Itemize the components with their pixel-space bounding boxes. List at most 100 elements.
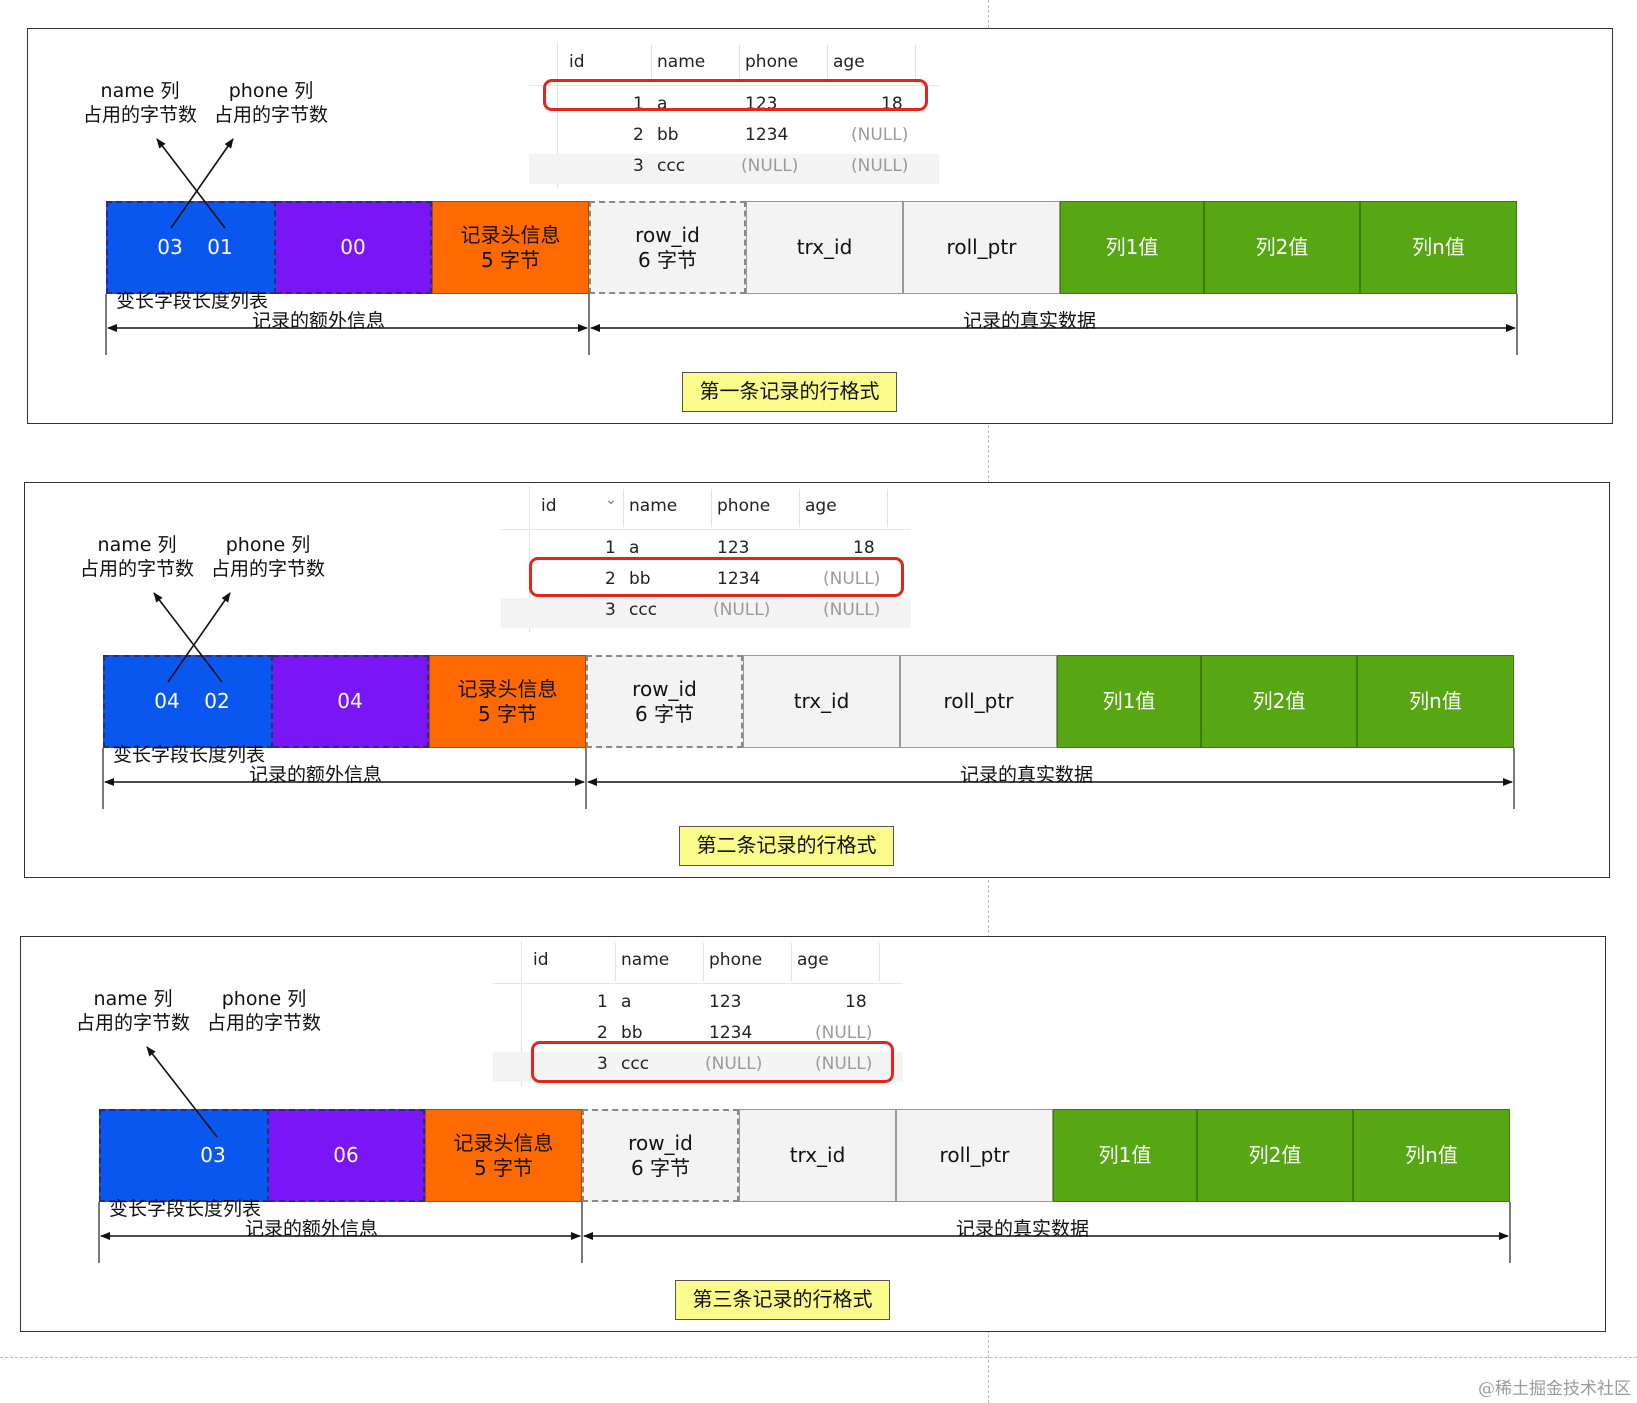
column-divider <box>623 489 624 527</box>
column-header-age[interactable]: age <box>797 950 829 970</box>
row-id-segment: row_id 6 字节 <box>582 1109 739 1202</box>
column-header-age[interactable]: age <box>805 496 837 516</box>
record-format-panel: id ⌄ name phone age 1 a 123 18 2 bb 1234 <box>27 28 1613 424</box>
real-data-label: 记录的真实数据 <box>955 309 1105 333</box>
cell-phone: (NULL) <box>741 156 799 176</box>
name-column-subtitle: 占用的字节数 <box>82 104 197 126</box>
table-row[interactable]: 3 ccc (NULL) (NULL) <box>501 597 911 627</box>
cell-name: ccc <box>629 600 658 620</box>
phone-column-title: phone 列 <box>228 80 314 102</box>
cell-name: bb <box>629 569 651 589</box>
variable-length-byte: 04 <box>154 689 180 713</box>
cell-age: 18 <box>845 992 867 1012</box>
table-row[interactable]: 2 bb 1234 (NULL) <box>493 1020 903 1050</box>
extra-info-label: 记录的额外信息 <box>248 309 390 333</box>
cell-id: 2 <box>633 125 644 145</box>
column-header-id[interactable]: id <box>533 950 549 970</box>
roll-ptr-segment: roll_ptr <box>903 201 1060 294</box>
cell-phone: 123 <box>717 538 750 558</box>
null-value-list-byte: 00 <box>340 235 366 259</box>
column-divider <box>799 489 800 527</box>
chevron-down-icon[interactable]: ⌄ <box>605 492 617 508</box>
variable-length-byte: 02 <box>204 689 230 713</box>
column-header-phone[interactable]: phone <box>709 950 763 970</box>
cell-age: (NULL) <box>851 156 909 176</box>
record-header-segment: 记录头信息 5 字节 <box>432 201 589 294</box>
row-id-segment: row_id 6 字节 <box>589 201 746 294</box>
column-header-phone[interactable]: phone <box>745 52 799 72</box>
record-header-size: 5 字节 <box>480 247 541 272</box>
name-column-title: name 列 <box>93 988 173 1010</box>
phone-column-title: phone 列 <box>221 988 307 1010</box>
extra-info-label: 记录的额外信息 <box>241 1217 383 1241</box>
column-header-age[interactable]: age <box>833 52 865 72</box>
cell-id: 2 <box>597 1023 608 1043</box>
name-column-subtitle: 占用的字节数 <box>79 558 194 580</box>
table-row-stripe <box>501 598 911 628</box>
column-1-value-label: 列1值 <box>1098 1143 1152 1167</box>
column-n-value-label: 列n值 <box>1412 235 1465 259</box>
record-format-caption: 第二条记录的行格式 <box>679 826 894 866</box>
column-header-name[interactable]: name <box>629 496 678 516</box>
trx-id-label: trx_id <box>793 689 850 713</box>
record-header-size: 5 字节 <box>477 701 538 726</box>
record-header-title: 记录头信息 <box>457 676 558 701</box>
table-row[interactable]: 3 ccc (NULL) (NULL) <box>529 153 939 183</box>
trx-id-segment: trx_id <box>743 655 900 748</box>
highlighted-record-outline <box>543 79 928 111</box>
column-header-name[interactable]: name <box>657 52 706 72</box>
column-divider <box>887 489 888 527</box>
column-2-value-segment: 列2值 <box>1204 201 1360 294</box>
column-2-value-label: 列2值 <box>1255 235 1309 259</box>
phone-column-annotation: phone 列 占用的字节数 <box>204 987 324 1035</box>
table-row[interactable]: 1 a 123 18 <box>493 989 903 1019</box>
table-row-stripe <box>529 154 939 184</box>
record-format-panel: id ⌄ name phone age 1 a 123 18 2 bb 1234 <box>20 936 1606 1332</box>
table-row[interactable]: 2 bb 1234 (NULL) <box>501 566 911 596</box>
row-id-size: 6 字节 <box>634 701 695 726</box>
cell-name: a <box>657 94 668 114</box>
column-1-value-label: 列1值 <box>1105 235 1159 259</box>
cell-phone: 123 <box>709 992 742 1012</box>
column-divider <box>827 45 828 83</box>
trx-id-label: trx_id <box>789 1143 846 1167</box>
trx-id-label: trx_id <box>796 235 853 259</box>
variable-length-list-label: 变长字段长度列表 <box>113 744 266 766</box>
table-row[interactable]: 3 ccc (NULL) (NULL) <box>493 1051 903 1081</box>
row-id-title: row_id <box>632 676 697 701</box>
column-header-name[interactable]: name <box>621 950 670 970</box>
variable-length-field-list: 03 <box>99 1109 269 1202</box>
cell-age: (NULL) <box>823 569 881 589</box>
roll-ptr-segment: roll_ptr <box>896 1109 1053 1202</box>
cell-name: bb <box>657 125 679 145</box>
variable-length-byte: 01 <box>207 235 233 259</box>
name-column-title: name 列 <box>100 80 180 102</box>
cell-name: a <box>621 992 632 1012</box>
cell-phone: (NULL) <box>705 1054 763 1074</box>
table-header: id ⌄ name phone age <box>493 941 903 984</box>
table-row-number-divider <box>521 941 522 1086</box>
null-value-list-byte: 04 <box>337 689 363 713</box>
column-n-value-label: 列n值 <box>1409 689 1462 713</box>
column-n-value-segment: 列n值 <box>1353 1109 1510 1202</box>
cell-id: 3 <box>597 1054 608 1074</box>
table-row[interactable]: 1 a 123 18 <box>501 535 911 565</box>
column-header-id[interactable]: id <box>541 496 557 516</box>
column-header-id[interactable]: id <box>569 52 585 72</box>
column-header-phone[interactable]: phone <box>717 496 771 516</box>
column-2-value-label: 列2值 <box>1252 689 1306 713</box>
result-table: id ⌄ name phone age 1 a 123 18 2 bb 1234 <box>493 941 903 1086</box>
cell-age: 18 <box>853 538 875 558</box>
cell-phone: 1234 <box>745 125 789 145</box>
variable-length-list-label: 变长字段长度列表 <box>116 290 269 312</box>
column-n-value-label: 列n值 <box>1405 1143 1458 1167</box>
column-1-value-label: 列1值 <box>1102 689 1156 713</box>
cell-age: (NULL) <box>815 1054 873 1074</box>
table-row[interactable]: 2 bb 1234 (NULL) <box>529 122 939 152</box>
column-divider <box>651 45 652 83</box>
roll-ptr-label: roll_ptr <box>946 235 1017 259</box>
phone-column-title: phone 列 <box>225 534 311 556</box>
column-divider <box>711 489 712 527</box>
cell-id: 1 <box>597 992 608 1012</box>
